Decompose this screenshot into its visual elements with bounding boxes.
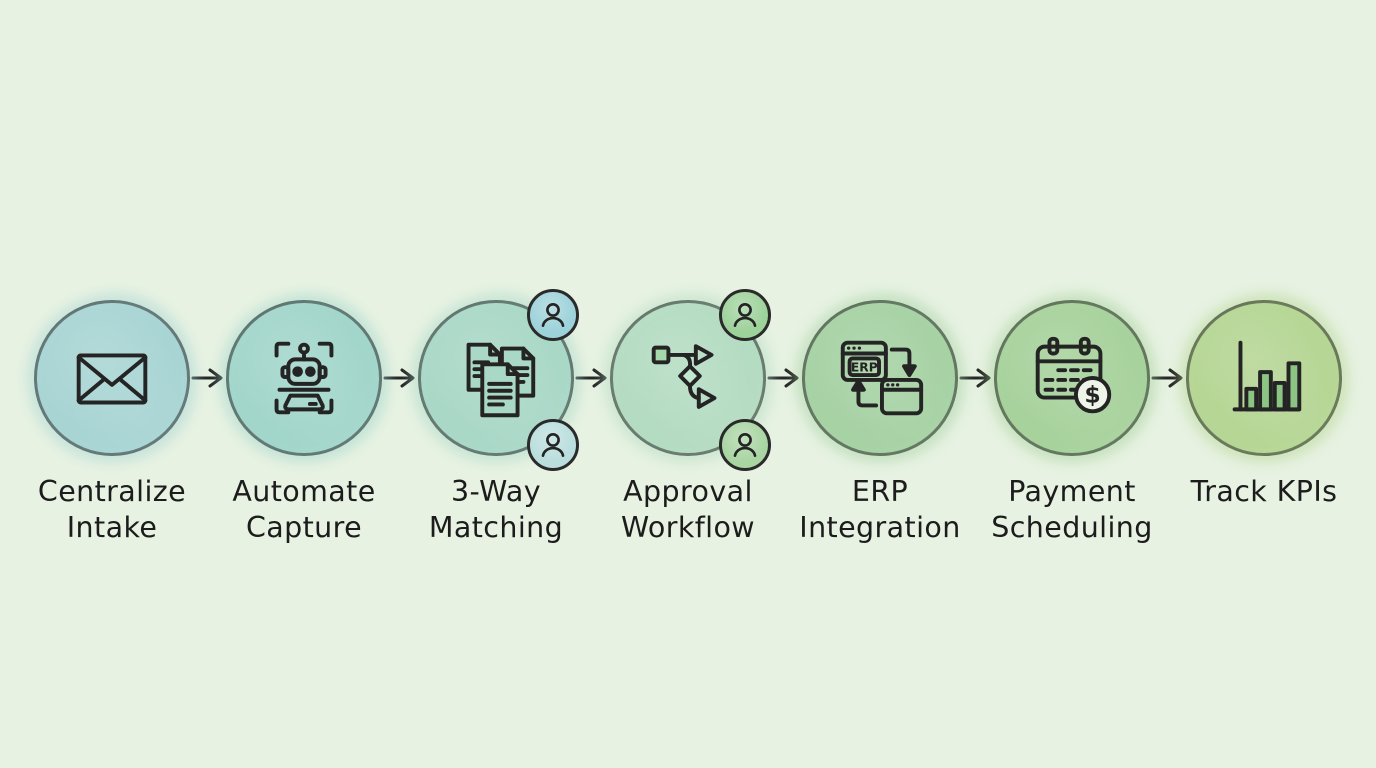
step-track-kpis: Track KPIs xyxy=(1185,300,1343,510)
decision-flow-icon xyxy=(651,344,717,409)
step-label: Track KPIs xyxy=(1190,475,1338,508)
step-centralize-intake: Centralize Intake xyxy=(33,300,191,545)
step-label: 3-Way Matching xyxy=(428,475,564,544)
envelope-icon xyxy=(76,353,148,405)
person-icon xyxy=(541,303,565,327)
documents-icon xyxy=(466,342,536,418)
step-circle xyxy=(34,300,190,456)
person-icon xyxy=(733,303,757,327)
approver-badge xyxy=(719,419,771,471)
step-3-way-matching: 3-Way Matching xyxy=(417,289,579,545)
step-automate-capture: Automate Capture xyxy=(225,300,383,545)
step-payment-scheduling: $ Payment Scheduling xyxy=(991,300,1153,545)
step-label: Automate Capture xyxy=(232,475,376,544)
step-approval-workflow: Approval Workflow xyxy=(609,289,771,545)
step-label: Approval Workflow xyxy=(620,475,756,544)
erp-sync-icon: ERP xyxy=(840,340,924,416)
step-label: ERP Integration xyxy=(799,475,961,544)
step-circle: ERP xyxy=(802,300,958,456)
person-icon xyxy=(733,433,757,457)
erp-window-label: ERP xyxy=(851,361,878,375)
step-circle xyxy=(418,289,579,471)
person-icon xyxy=(541,433,565,457)
reviewer-badge xyxy=(527,289,579,341)
dollar-sign: $ xyxy=(1084,381,1100,409)
process-flow: Centralize Intake xyxy=(0,289,1376,545)
step-label: Centralize Intake xyxy=(37,475,187,544)
robot-scanner-icon xyxy=(274,341,334,415)
approver-badge xyxy=(719,289,771,341)
step-circle xyxy=(610,289,771,471)
calendar-dollar-icon: $ xyxy=(1035,336,1112,414)
step-circle: $ xyxy=(994,300,1150,456)
step-circle xyxy=(226,300,382,456)
step-label: Payment Scheduling xyxy=(991,475,1153,544)
step-erp-integration: ERP ERP Integration xyxy=(799,300,961,545)
bar-chart-icon xyxy=(1232,340,1302,412)
step-circle xyxy=(1186,300,1342,456)
reviewer-badge xyxy=(527,419,579,471)
